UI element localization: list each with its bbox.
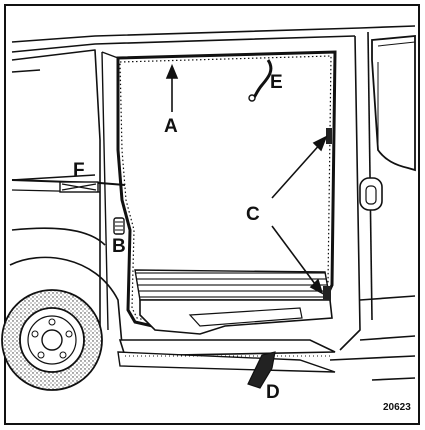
label-f: F <box>73 160 85 181</box>
front-wheel <box>1 289 103 391</box>
floor-sill <box>117 269 336 373</box>
step-bracket-d <box>247 351 276 389</box>
connector-b <box>113 217 125 235</box>
fixing-point-upper <box>326 128 332 144</box>
label-c: C <box>246 204 260 225</box>
label-d: D <box>266 382 280 403</box>
fixing-point-lower <box>323 286 331 300</box>
harness-e <box>251 59 273 102</box>
label-e: E <box>270 72 283 93</box>
door-handle-icon <box>359 177 383 211</box>
reference-number: 20623 <box>383 402 411 413</box>
leader-lines <box>165 63 328 295</box>
van-body <box>9 25 416 381</box>
label-b: B <box>112 236 126 257</box>
rear-side-window <box>371 35 416 172</box>
guide-rail-f <box>11 179 126 193</box>
label-a: A <box>164 116 178 137</box>
